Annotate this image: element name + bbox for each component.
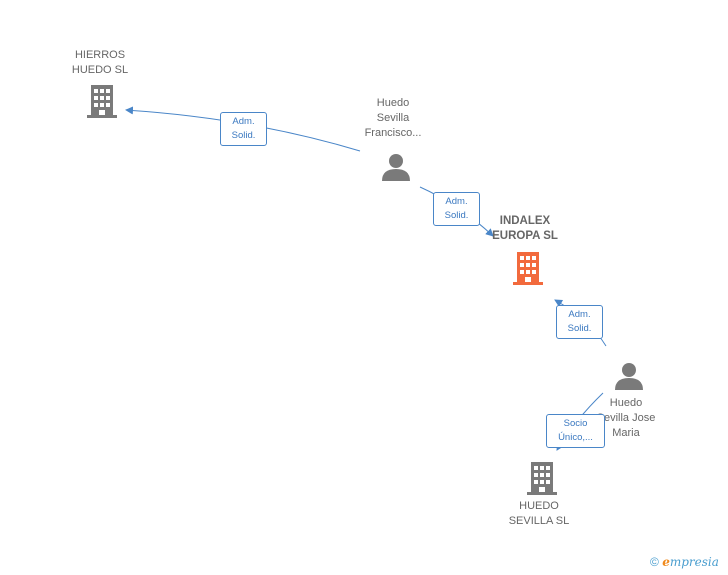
node-label-line: SEVILLA SL [508, 515, 570, 527]
node-huedo-sevilla-francisco[interactable]: Huedo Sevilla Francisco... [343, 96, 443, 141]
edge-label-line: Único,... [558, 432, 593, 443]
brand-logo-text: mpresia [669, 555, 719, 569]
node-hierros-huedo[interactable]: HIERROS HUEDO SL [60, 48, 140, 78]
node-label-line: Francisco... [364, 127, 422, 139]
edge-label-socio-unico[interactable]: Socio Único,... [546, 414, 605, 448]
copyright-icon: © [650, 555, 659, 569]
brand-logo-letter: e [662, 555, 670, 569]
person-icon[interactable] [381, 152, 411, 182]
node-label-line: Huedo [376, 97, 410, 109]
node-label-line: Huedo [609, 397, 643, 409]
node-label-line: HUEDO [519, 500, 559, 512]
person-icon[interactable] [614, 361, 644, 391]
node-huedo-sevilla-sl[interactable]: HUEDO SEVILLA SL [489, 499, 589, 529]
edge-label-line: Adm. [568, 309, 591, 320]
edge-label-adm-solid[interactable]: Adm. Solid. [220, 112, 267, 146]
edge-label-adm-solid[interactable]: Adm. Solid. [556, 305, 603, 339]
node-label-line: Maria [612, 427, 640, 439]
node-indalex-europa[interactable]: INDALEX EUROPA SL [475, 214, 575, 244]
node-huedo-sevilla-jose-maria[interactable]: Huedo Sevilla Jose Maria [576, 396, 676, 441]
node-label-line: EUROPA SL [492, 230, 558, 242]
edge-label-line: Adm. [232, 116, 255, 127]
node-label-line: Sevilla Jose [596, 412, 656, 424]
edge-label-adm-solid[interactable]: Adm. Solid. [433, 192, 480, 226]
building-icon[interactable] [86, 83, 118, 119]
node-label-line: Sevilla [376, 112, 410, 124]
edge-label-line: Solid. [444, 210, 469, 221]
node-label-line: HUEDO SL [71, 64, 129, 76]
edge-label-line: Socio [563, 418, 588, 429]
empresia-credit[interactable]: © empresia [650, 555, 719, 569]
edge-label-line: Solid. [567, 323, 592, 334]
node-label-line: INDALEX [499, 215, 551, 227]
building-icon[interactable] [512, 250, 544, 286]
building-icon[interactable] [526, 460, 558, 496]
edge-label-line: Adm. [445, 196, 468, 207]
edge-label-line: Solid. [231, 130, 256, 141]
node-label-line: HIERROS [74, 49, 126, 61]
